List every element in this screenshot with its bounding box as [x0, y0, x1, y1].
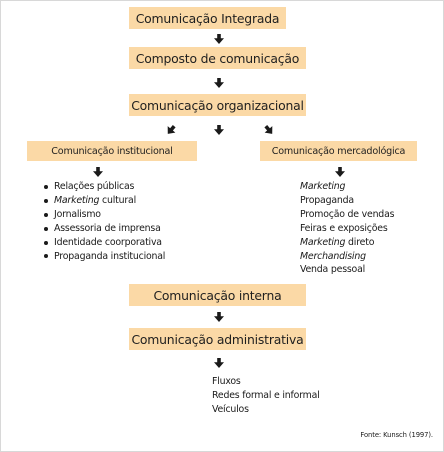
- list-item: Feiras e exposições: [300, 222, 394, 236]
- list-item: Marketing cultural: [44, 194, 165, 208]
- item-text: Promoção de vendas: [300, 208, 395, 220]
- box-comunicacao-mercadologica: Comunicação mercadológica: [260, 141, 417, 161]
- arrow-down-icon: [214, 312, 224, 322]
- box-composto-de-comunicacao: Composto de comunicação: [129, 47, 306, 69]
- list-item: Identidade coorporativa: [44, 236, 165, 250]
- bullet-icon: [44, 198, 48, 203]
- box-comunicacao-institucional: Comunicação institucional: [27, 141, 197, 161]
- item-italic: Merchandising: [300, 250, 366, 262]
- item-italic: Marketing: [300, 181, 346, 192]
- arrow-down-right-icon: [264, 125, 273, 134]
- item-italic: Marketing: [300, 236, 346, 248]
- list-item: Merchandising: [300, 250, 394, 264]
- arrow-down-icon: [214, 34, 224, 44]
- bullet-icon: [44, 226, 48, 231]
- list-item: Propaganda institucional: [44, 250, 165, 264]
- item-text: Identidade coorporativa: [54, 236, 162, 248]
- item-italic: Marketing: [54, 194, 100, 206]
- box-label: Comunicação organizacional: [131, 97, 304, 113]
- list-item: Jornalismo: [44, 208, 165, 222]
- item-text: Venda pessoal: [300, 264, 366, 276]
- box-comunicacao-integrada: Comunicação Integrada: [129, 7, 286, 29]
- arrow-down-icon: [93, 167, 103, 177]
- list-item: Assessoria de imprensa: [44, 222, 165, 236]
- box-label: Comunicação administrativa: [131, 331, 304, 347]
- box-comunicacao-administrativa: Comunicação administrativa: [129, 328, 306, 350]
- arrow-down-left-icon: [167, 125, 176, 134]
- item-text: Propaganda institucional: [54, 250, 166, 262]
- list-item: Propaganda: [300, 194, 394, 208]
- box-label: Composto de comunicação: [135, 50, 300, 66]
- box-comunicacao-organizacional: Comunicação organizacional: [129, 94, 306, 116]
- box-label: Comunicação mercadológica: [271, 145, 406, 157]
- item-text: Relações públicas: [54, 181, 135, 192]
- box-label: Comunicação interna: [153, 287, 282, 303]
- administrativa-list: Fluxos Redes formal e informal Veículos: [212, 375, 320, 417]
- box-comunicacao-interna: Comunicação interna: [129, 284, 306, 306]
- item-text: direto: [345, 236, 375, 248]
- list-item: Veículos: [212, 403, 249, 415]
- item-text: cultural: [99, 194, 136, 206]
- list-item: Redes formal e informal: [212, 389, 320, 401]
- institucional-list: Relações públicas Marketing cultural Jor…: [44, 180, 165, 263]
- list-item: Marketing: [300, 180, 394, 194]
- bullet-icon: [44, 184, 48, 189]
- item-text: Feiras e exposições: [300, 222, 388, 234]
- arrow-down-icon: [214, 125, 224, 135]
- item-text: Jornalismo: [54, 208, 101, 220]
- list-item: Promoção de vendas: [300, 208, 394, 222]
- box-label: Comunicação institucional: [51, 145, 173, 157]
- bullet-icon: [44, 240, 48, 245]
- arrow-down-icon: [214, 78, 224, 88]
- bullet-icon: [44, 254, 48, 259]
- list-item: Venda pessoal: [300, 263, 394, 277]
- list-item: Marketing direto: [300, 236, 394, 250]
- arrow-down-icon: [335, 167, 345, 177]
- arrow-down-icon: [214, 358, 224, 368]
- list-item: Relações públicas: [44, 180, 165, 194]
- list-item: Fluxos: [212, 376, 241, 387]
- box-label: Comunicação Integrada: [135, 10, 280, 26]
- mercadologica-list: Marketing Propaganda Promoção de vendas …: [300, 180, 394, 277]
- source-caption: Fonte: Kunsch (1997).: [360, 431, 433, 439]
- item-text: Propaganda: [300, 194, 354, 206]
- item-text: Assessoria de imprensa: [54, 222, 161, 234]
- bullet-icon: [44, 212, 48, 217]
